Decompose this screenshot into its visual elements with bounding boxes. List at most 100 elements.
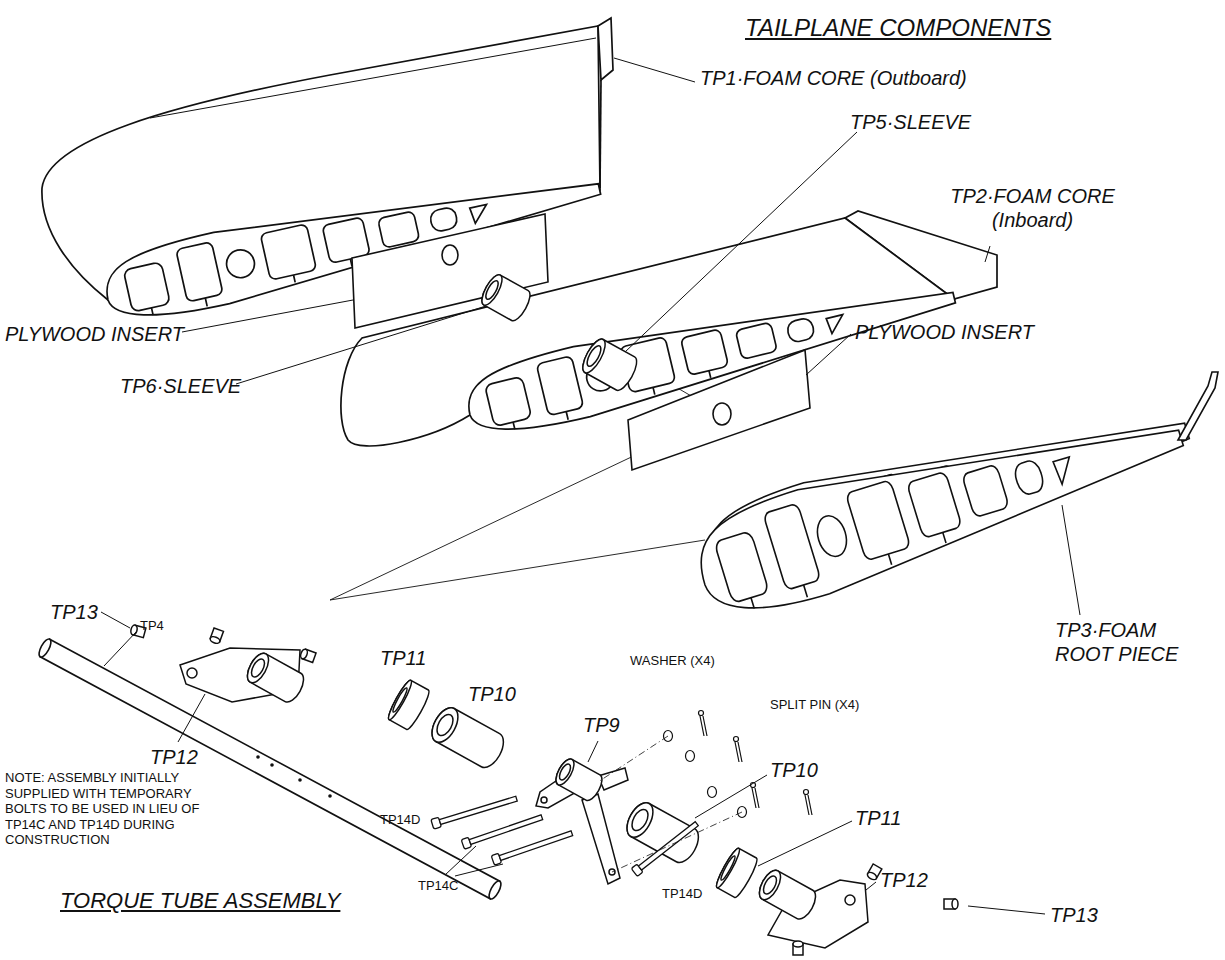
torque-tube	[40, 639, 499, 899]
bracket	[755, 867, 820, 922]
callout-number: TP10	[770, 758, 818, 782]
bracket	[793, 941, 803, 955]
washer	[664, 731, 747, 818]
bolt	[431, 794, 700, 877]
split-pin	[734, 737, 739, 742]
torque-tube	[256, 755, 332, 798]
torque-tube-part	[541, 797, 547, 803]
callout-number: TP14C	[418, 878, 458, 894]
outboard-foam-core	[150, 38, 596, 118]
leader-line	[178, 694, 205, 742]
bolt	[461, 813, 543, 850]
outboard-foam-core	[598, 18, 613, 80]
bracket	[944, 899, 958, 909]
leader-line	[101, 58, 1080, 914]
foam-root-piece	[686, 378, 1194, 628]
outboard-foam-core	[42, 18, 613, 329]
part-label: PLYWOOD INSERT	[855, 320, 1034, 344]
sleeve	[579, 336, 641, 393]
plywood-insert	[628, 350, 810, 470]
plywood-insert	[713, 403, 731, 425]
torque-tube	[37, 637, 504, 900]
bolt	[491, 829, 573, 866]
part-label: TP2·FOAM CORE (Inboard)	[920, 184, 1145, 232]
leader-line	[758, 821, 852, 866]
torque-tube	[37, 637, 54, 658]
torque-tube-part	[622, 798, 704, 866]
split-pin	[805, 795, 812, 815]
bracket	[209, 628, 223, 645]
torque-tube	[487, 879, 504, 900]
callout-number: TP12	[150, 745, 198, 769]
bracket	[755, 864, 958, 955]
callout-number: TP12	[880, 868, 928, 892]
torque-tube-part	[714, 846, 760, 899]
torque-tube-part	[386, 678, 432, 731]
leader-line	[101, 612, 130, 628]
part-label: PLYWOOD INSERT	[5, 322, 184, 346]
leader-line	[625, 132, 857, 352]
torque-tube	[298, 778, 302, 782]
leader-line	[866, 882, 876, 890]
leader-line	[445, 846, 476, 875]
section-heading: TORQUE TUBE ASSEMBLY	[60, 888, 340, 914]
torque-tube-part	[427, 703, 509, 771]
sleeve	[478, 272, 641, 394]
foam-root-piece	[686, 371, 1218, 628]
callout-number: TP14D	[380, 812, 420, 828]
plywood-insert	[352, 214, 548, 328]
part-label: SPLIT PIN (X4)	[770, 697, 859, 713]
callout-number: TP9	[583, 713, 620, 737]
plywood-insert	[442, 245, 458, 265]
plywood-insert	[628, 350, 810, 470]
split-pin	[700, 716, 707, 736]
callout-number: TP10	[468, 682, 516, 706]
part-label: TP6·SLEEVE	[120, 374, 241, 398]
plywood-insert	[352, 214, 548, 328]
sleeve	[478, 272, 534, 324]
leader-line	[588, 741, 598, 762]
callout-number: TP13	[1050, 903, 1098, 927]
foam-root-piece	[1178, 372, 1218, 440]
washer	[686, 751, 695, 762]
torque-tube	[270, 763, 274, 767]
bracket	[299, 648, 316, 662]
leader-line	[695, 775, 767, 818]
part-label: WASHER (X4)	[630, 653, 715, 669]
torque-tube	[328, 794, 332, 798]
leader-line	[806, 334, 851, 375]
leader-line	[985, 246, 990, 262]
callout-number: TP13	[50, 600, 98, 624]
leader-line	[1062, 505, 1080, 615]
bracket	[845, 895, 855, 905]
callout-number: TP14D	[662, 886, 702, 902]
torque-tube-part	[386, 678, 760, 899]
bolt	[631, 820, 700, 877]
washer	[708, 787, 717, 798]
leader-line	[236, 306, 486, 384]
centre-line	[612, 812, 742, 872]
callout-number: TP4	[140, 618, 164, 634]
diagram-title: TAILPLANE COMPONENTS	[745, 14, 1051, 43]
centre-line	[598, 736, 742, 872]
callout-number: TP11	[855, 806, 901, 830]
part-label: TP3·FOAM ROOT PIECE	[1055, 618, 1195, 666]
note-text: NOTE: ASSEMBLY INITIALLY SUPPLIED WITH T…	[5, 770, 220, 848]
leader-line	[455, 864, 503, 876]
bracket	[187, 668, 197, 678]
leader-line	[968, 906, 1045, 914]
centre-line	[598, 736, 668, 782]
leader-line	[104, 631, 137, 666]
torque-tube	[256, 755, 260, 759]
leader-line	[614, 58, 695, 82]
callout-number: TP11	[380, 646, 426, 670]
leader-line	[182, 300, 353, 332]
part-label: TP1·FOAM CORE (Outboard)	[700, 66, 967, 90]
torque-tube-part	[552, 756, 605, 803]
part-label: TP5·SLEEVE	[850, 110, 971, 134]
outboard-foam-core	[600, 80, 601, 188]
split-pin	[735, 742, 742, 762]
bracket	[866, 864, 882, 881]
bracket	[130, 624, 316, 705]
